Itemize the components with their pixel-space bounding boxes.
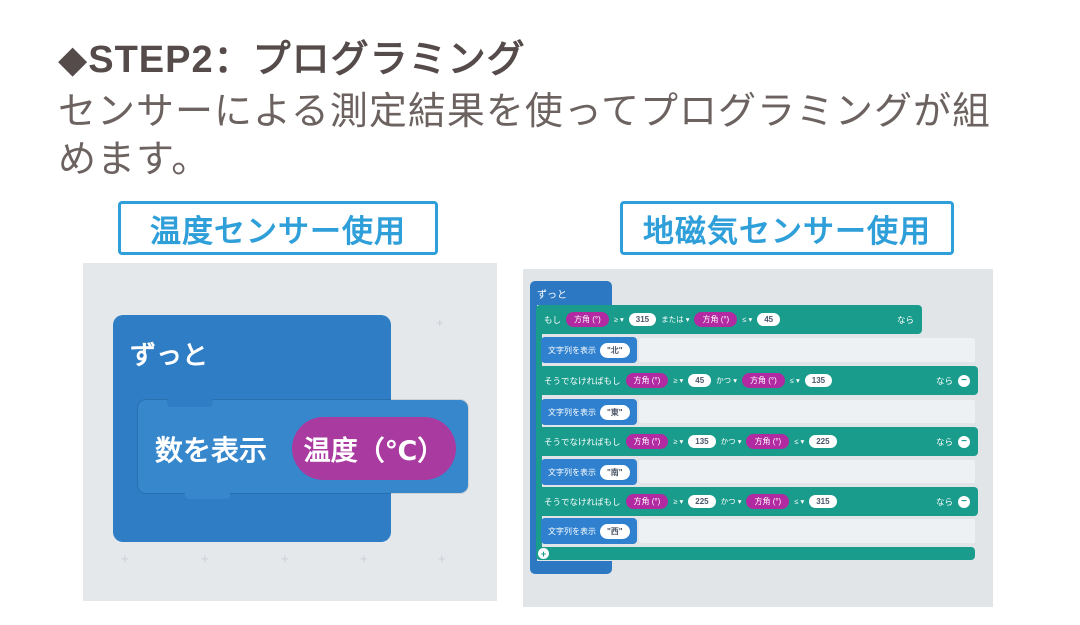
- show-string-block[interactable]: 文字列を表示 "東": [541, 399, 637, 425]
- if-keyword: もし: [544, 314, 562, 325]
- show-string-label: 文字列を表示: [548, 407, 596, 417]
- operator-dropdown[interactable]: ≥ ▾: [673, 497, 684, 506]
- show-string-block[interactable]: 文字列を表示 "南": [541, 459, 637, 485]
- dropdown-arrow-icon: ▾: [800, 497, 805, 506]
- elseif-block[interactable]: そうでなければもし 方角 (°) ≥ ▾ 45 かつ ▾ 方角 (°) ≤ ▾ …: [536, 366, 978, 395]
- dropdown-arrow-icon: ▾: [800, 437, 805, 446]
- then-keyword: なら: [896, 314, 914, 325]
- workspace-grid-mark: +: [360, 551, 368, 566]
- geomagnetic-sensor-label: 地磁気センサー使用: [620, 201, 954, 255]
- operator-dropdown[interactable]: ≤ ▾: [794, 437, 805, 446]
- show-string-block[interactable]: 文字列を表示 "西": [541, 518, 637, 544]
- number-value-field[interactable]: 45: [688, 374, 712, 387]
- operator-dropdown[interactable]: ≤ ▾: [742, 315, 753, 324]
- direction-sensor-pill[interactable]: 方角 (°): [625, 494, 669, 509]
- workspace-row-highlight: [639, 460, 975, 483]
- workspace-grid-mark: +: [436, 315, 444, 330]
- workspace-grid-mark: +: [121, 551, 129, 566]
- body-text-line2: めます。: [58, 139, 211, 181]
- operator-dropdown[interactable]: ≥ ▾: [673, 437, 684, 446]
- dropdown-arrow-icon: ▾: [685, 315, 690, 324]
- elseif-keyword: そうでなければもし: [544, 496, 621, 507]
- remove-branch-button[interactable]: −: [958, 495, 970, 508]
- dropdown-arrow-icon: ▾: [733, 376, 738, 385]
- forever-block-header[interactable]: ずっと: [530, 281, 612, 305]
- direction-sensor-pill[interactable]: 方角 (°): [625, 434, 669, 449]
- elseif-keyword: そうでなければもし: [544, 436, 621, 447]
- workspace-row-highlight: [639, 519, 975, 543]
- logic-connector-dropdown[interactable]: かつ ▾: [720, 437, 742, 446]
- block-notch: [185, 489, 230, 499]
- show-string-block[interactable]: 文字列を表示 "北": [541, 337, 637, 363]
- number-value-field[interactable]: 315: [809, 495, 837, 508]
- workspace-grid-mark: +: [201, 551, 209, 566]
- number-value-field[interactable]: 225: [688, 495, 716, 508]
- temperature-value-pill[interactable]: 温度（℃）: [292, 417, 456, 480]
- direction-sensor-pill[interactable]: 方角 (°): [694, 312, 738, 327]
- elseif-block[interactable]: そうでなければもし 方角 (°) ≥ ▾ 225 かつ ▾ 方角 (°) ≤ ▾…: [536, 487, 978, 516]
- number-value-field[interactable]: 135: [804, 374, 833, 387]
- direction-sensor-pill[interactable]: 方角 (°): [742, 373, 785, 388]
- workspace-grid-mark: +: [438, 551, 446, 566]
- show-number-label: 数を表示: [155, 435, 268, 466]
- operator-dropdown[interactable]: ≤ ▾: [789, 376, 800, 385]
- if-block-end-bar: +: [536, 547, 975, 560]
- elseif-block[interactable]: そうでなければもし 方角 (°) ≥ ▾ 135 かつ ▾ 方角 (°) ≤ ▾…: [536, 427, 978, 456]
- if-block[interactable]: もし 方角 (°) ≥ ▾ 315 または ▾ 方角 (°) ≤ ▾ 45 なら: [536, 305, 922, 334]
- string-value-field[interactable]: "北": [600, 342, 630, 358]
- workspace-grid-mark: +: [281, 551, 289, 566]
- dropdown-arrow-icon: ▾: [619, 315, 624, 324]
- dropdown-arrow-icon: ▾: [679, 437, 684, 446]
- workspace-row-highlight: [639, 338, 975, 362]
- dropdown-arrow-icon: ▾: [737, 497, 742, 506]
- workspace-row-highlight: [639, 400, 975, 423]
- show-string-label: 文字列を表示: [548, 526, 596, 536]
- temperature-program-screenshot: + + + + + + ずっと 数を表示 温度（℃）: [83, 263, 497, 601]
- body-text-line1: センサーによる測定結果を使ってプログラミングが組: [58, 91, 991, 133]
- dropdown-arrow-icon: ▾: [679, 497, 684, 506]
- elseif-keyword: そうでなければもし: [544, 375, 621, 386]
- remove-branch-button[interactable]: −: [958, 374, 970, 387]
- then-keyword: なら: [935, 375, 953, 386]
- remove-branch-button[interactable]: −: [958, 435, 970, 448]
- add-branch-button[interactable]: +: [538, 548, 549, 559]
- operator-dropdown[interactable]: ≤ ▾: [794, 497, 805, 506]
- direction-sensor-pill[interactable]: 方角 (°): [746, 494, 790, 509]
- number-value-field[interactable]: 315: [628, 313, 657, 326]
- dropdown-arrow-icon: ▾: [748, 315, 753, 324]
- show-string-label: 文字列を表示: [548, 345, 596, 355]
- direction-sensor-pill[interactable]: 方角 (°): [625, 373, 669, 388]
- show-string-label: 文字列を表示: [548, 467, 596, 477]
- step-title: ◆STEP2：プログラミング: [58, 39, 526, 81]
- compass-program-screenshot: ずっと もし 方角 (°) ≥ ▾ 315 または ▾ 方角 (°) ≤ ▾ 4…: [523, 269, 993, 607]
- dropdown-arrow-icon: ▾: [737, 437, 742, 446]
- number-value-field[interactable]: 225: [809, 435, 837, 448]
- dropdown-arrow-icon: ▾: [795, 376, 800, 385]
- logic-connector-dropdown[interactable]: かつ ▾: [716, 376, 738, 385]
- string-value-field[interactable]: "南": [600, 464, 630, 480]
- string-value-field[interactable]: "東": [600, 404, 630, 420]
- direction-sensor-pill[interactable]: 方角 (°): [746, 434, 790, 449]
- forever-block-left-edge: [530, 305, 537, 561]
- dropdown-arrow-icon: ▾: [679, 376, 684, 385]
- operator-dropdown[interactable]: ≥ ▾: [613, 315, 624, 324]
- logic-connector-dropdown[interactable]: かつ ▾: [720, 497, 742, 506]
- number-value-field[interactable]: 45: [757, 313, 781, 326]
- string-value-field[interactable]: "西": [600, 523, 630, 539]
- block-notch: [167, 398, 213, 407]
- logic-connector-dropdown[interactable]: または ▾: [661, 315, 690, 324]
- operator-dropdown[interactable]: ≥ ▾: [673, 376, 684, 385]
- forever-block-footer: [530, 561, 612, 574]
- then-keyword: なら: [935, 436, 953, 447]
- number-value-field[interactable]: 135: [688, 435, 716, 448]
- direction-sensor-pill[interactable]: 方角 (°): [566, 312, 609, 327]
- forever-label: ずっと: [537, 289, 567, 301]
- forever-label: ずっと: [130, 340, 209, 370]
- temperature-sensor-label: 温度センサー使用: [118, 201, 438, 255]
- then-keyword: なら: [935, 496, 953, 507]
